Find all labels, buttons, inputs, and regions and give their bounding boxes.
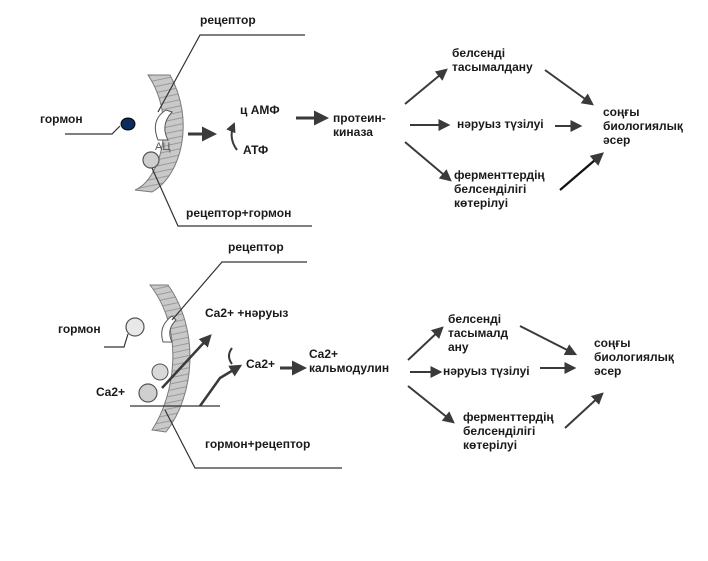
bottom-ca-label: Ca2+: [96, 385, 126, 399]
bottom-arrow-to-enzyme: [407, 385, 455, 424]
bottom-arrow-ca-curve: [228, 347, 233, 365]
top-receptor-leader: [157, 34, 305, 113]
bottom-hormone-receptor-label: гормон+рецептор: [205, 437, 311, 451]
top-outcome-transport: белсенді тасымалдану: [452, 46, 533, 74]
bottom-arrow-to-ca-protein: [161, 334, 212, 389]
top-receptor-ball: [142, 151, 160, 169]
bottom-ca-ball: [138, 383, 158, 403]
top-membrane-mark: АЦ: [155, 141, 171, 153]
bottom-ca-protein-label: Ca2+ +нәруыз: [205, 306, 289, 320]
top-hormone-label: гормон: [40, 112, 83, 126]
top-final-effect: соңғы биологиялық әсер: [603, 105, 683, 147]
bottom-hormone-label: гормон: [58, 322, 101, 336]
bottom-panel: [104, 261, 604, 469]
top-arrow-to-transport: [404, 68, 448, 105]
top-arrow-enzyme-to-effect: [559, 152, 605, 191]
bottom-outcome-transport: белсенді тасымалд ану: [448, 312, 509, 354]
top-arrow-atp-to-camp: [226, 122, 238, 151]
bottom-complex-leader: [164, 409, 342, 469]
top-panel: [65, 34, 605, 227]
top-outcome-enzyme: ферменттердің белсенділігі көтерілуі: [454, 168, 545, 210]
bottom-ca-calmodulin-label: Ca2+ кальмодулин: [309, 347, 390, 375]
top-receptor-hormone-label: рецептор+гормон: [186, 206, 292, 220]
bottom-receptor-label: рецептор: [228, 240, 284, 254]
top-hormone-leader: [65, 125, 121, 135]
bottom-arrow-enzyme-to-effect: [564, 392, 604, 429]
top-arrow-to-enzyme: [404, 141, 452, 182]
bottom-membrane: [148, 284, 191, 433]
bottom-receptor-pocket: [161, 315, 177, 343]
bottom-arrow-to-transport: [407, 326, 444, 361]
top-hormone-dot: [120, 117, 136, 131]
bottom-final-effect: соңғы биологиялық әсер: [594, 336, 674, 378]
top-protein-kinase-label: протеин- киназа: [333, 111, 386, 139]
top-outcome-organelle: нәруыз түзілуі: [457, 117, 544, 131]
bottom-arrow-transport-to-effect: [519, 325, 578, 356]
top-complex-leader: [151, 167, 312, 227]
bottom-ca-ball-inner: [151, 363, 169, 381]
top-camp-label: ц АМФ: [240, 103, 280, 117]
bottom-ca-inside-label: Ca2+: [246, 357, 276, 371]
top-arrow-transport-to-effect: [544, 69, 594, 106]
bottom-receptor-leader: [171, 261, 307, 321]
top-atp-label: АТФ: [243, 143, 269, 157]
top-receptor-label: рецептор: [200, 13, 256, 27]
bottom-outcome-organelle: нәруыз түзілуі: [443, 364, 530, 378]
bottom-arrow-ca-inflow: [198, 364, 243, 407]
bottom-hormone-leader: [104, 333, 129, 348]
top-receptor-pocket: [154, 109, 173, 141]
bottom-outcome-enzyme: ферменттердің белсенділігі көтерілуі: [463, 410, 554, 452]
bottom-hormone-ball: [125, 317, 145, 337]
